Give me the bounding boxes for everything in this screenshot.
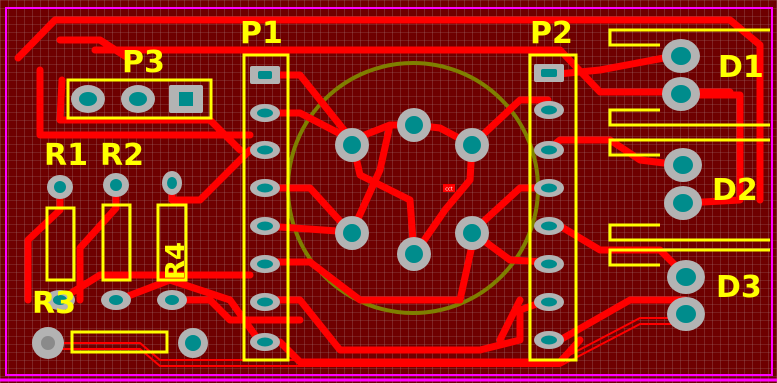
drill	[541, 183, 557, 193]
drill	[463, 224, 481, 242]
drill	[257, 297, 273, 307]
drill	[671, 47, 691, 65]
r1-body	[45, 206, 76, 282]
drill	[79, 92, 97, 106]
drill	[179, 92, 193, 106]
d2-outline	[608, 138, 770, 242]
drill	[405, 116, 423, 134]
diode-pads	[662, 39, 705, 331]
drill	[109, 295, 123, 305]
r3-body	[70, 330, 169, 354]
r2-body	[101, 203, 132, 282]
drill	[405, 245, 423, 263]
drill	[541, 297, 557, 307]
p2-pad-1-drill	[541, 69, 557, 77]
p1-outline	[242, 53, 290, 362]
drill	[41, 336, 55, 350]
drill	[541, 221, 557, 231]
thin-traces	[45, 317, 685, 367]
drill	[257, 183, 273, 193]
drill	[54, 181, 66, 193]
drill	[541, 105, 557, 115]
p1-pad-1-drill	[258, 71, 272, 79]
d3-label: D3	[716, 270, 762, 305]
d3-outline	[608, 248, 770, 267]
drill	[257, 337, 273, 347]
d1-label: D1	[718, 50, 764, 85]
board-outline	[5, 7, 773, 376]
drill	[257, 221, 273, 231]
drill	[257, 145, 273, 155]
p3-outline	[66, 78, 213, 120]
r3-label: R3	[32, 286, 76, 321]
center-marker	[443, 184, 455, 192]
drill	[129, 92, 147, 106]
r1-label: R1	[44, 138, 88, 173]
center-marker-label: cct	[445, 187, 452, 193]
p2-label: P2	[530, 16, 573, 51]
drill	[185, 335, 201, 351]
p3-label: P3	[122, 45, 165, 80]
drill	[53, 295, 67, 305]
p1-label: P1	[240, 16, 283, 51]
drill	[673, 194, 693, 212]
drill	[673, 156, 693, 174]
r2-label: R2	[100, 138, 144, 173]
d2-label: D2	[712, 173, 758, 208]
drill	[541, 335, 557, 345]
drill	[463, 136, 481, 154]
drill	[541, 259, 557, 269]
p3-pads	[71, 85, 203, 113]
p2-pads	[534, 64, 564, 349]
silkscreen	[45, 28, 770, 362]
drill	[541, 145, 557, 155]
r4-label: R4	[161, 242, 191, 280]
center-component-pads	[335, 108, 489, 271]
drill	[676, 305, 696, 323]
drill	[343, 136, 361, 154]
drill	[257, 108, 273, 118]
p1-pads	[250, 66, 280, 351]
drill	[671, 85, 691, 103]
drill	[676, 268, 696, 286]
drill	[167, 177, 177, 189]
drill	[257, 259, 273, 269]
p2-outline	[528, 53, 578, 362]
drill	[110, 179, 122, 191]
r4-body	[156, 203, 188, 282]
drill	[343, 224, 361, 242]
drill	[165, 295, 179, 305]
d1-outline	[608, 28, 770, 127]
resistor-pads	[32, 171, 208, 359]
